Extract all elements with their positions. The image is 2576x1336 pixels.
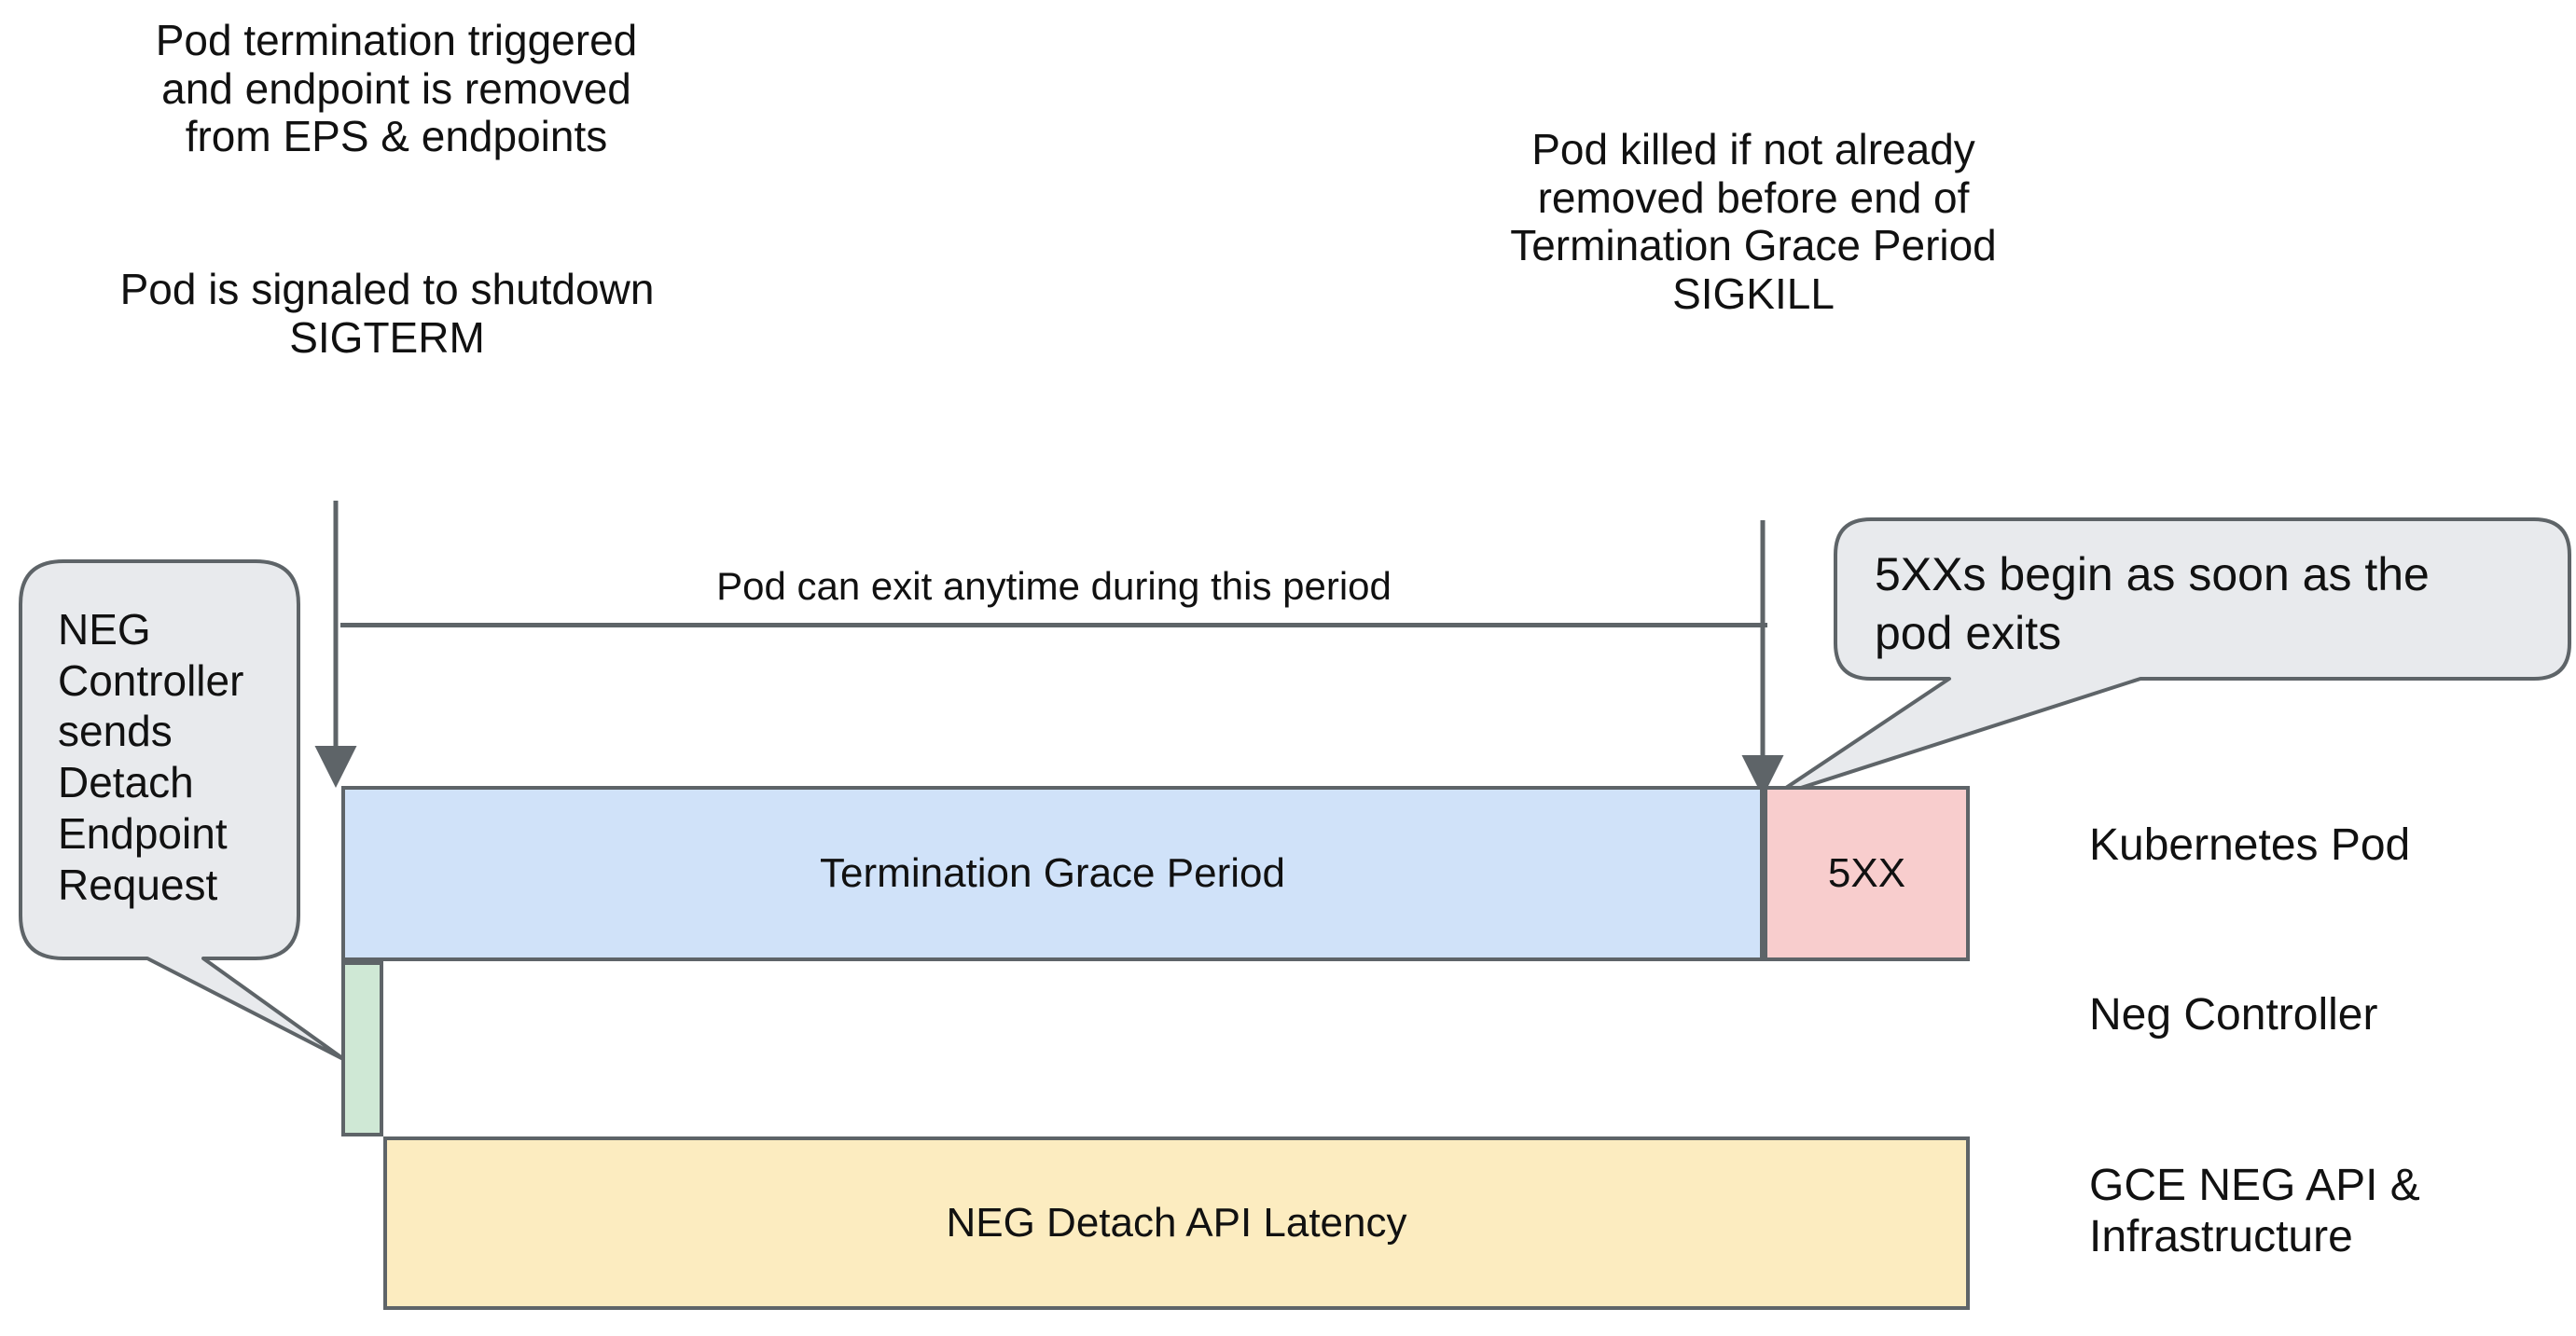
period-label: Pod can exit anytime during this period	[716, 564, 1392, 608]
neg-controller-callout-shape	[19, 559, 347, 1062]
period-rule	[340, 623, 1767, 627]
bar-neg-detach-request[interactable]	[341, 961, 383, 1136]
note-pod-termination: Pod termination triggered and endpoint i…	[155, 16, 638, 161]
5xx-callout-shape	[1770, 517, 2571, 799]
5xx-callout-label: 5XXs begin as soon as the pod exits	[1875, 548, 2430, 659]
bar-5xx[interactable]: 5XX	[1764, 786, 1970, 961]
bar-termination-grace-period-label: Termination Grace Period	[820, 850, 1285, 896]
bar-neg-detach-api-latency-label: NEG Detach API Latency	[946, 1200, 1407, 1246]
lane-label-neg-controller: Neg Controller	[2089, 990, 2378, 1040]
note-pod-sigterm: Pod is signaled to shutdown SIGTERM	[119, 265, 655, 362]
bar-5xx-label: 5XX	[1827, 850, 1906, 896]
neg-controller-callout-label: NEG Controller sends Detach Endpoint Req…	[58, 605, 244, 909]
bar-termination-grace-period[interactable]: Termination Grace Period	[341, 786, 1764, 961]
lane-label-kubernetes-pod: Kubernetes Pod	[2089, 820, 2411, 870]
note-pod-sigkill: Pod killed if not already removed before…	[1510, 125, 1997, 318]
bar-neg-detach-api-latency[interactable]: NEG Detach API Latency	[383, 1136, 1970, 1310]
lane-label-gce-neg-api: GCE NEG API & Infrastructure	[2089, 1161, 2420, 1261]
